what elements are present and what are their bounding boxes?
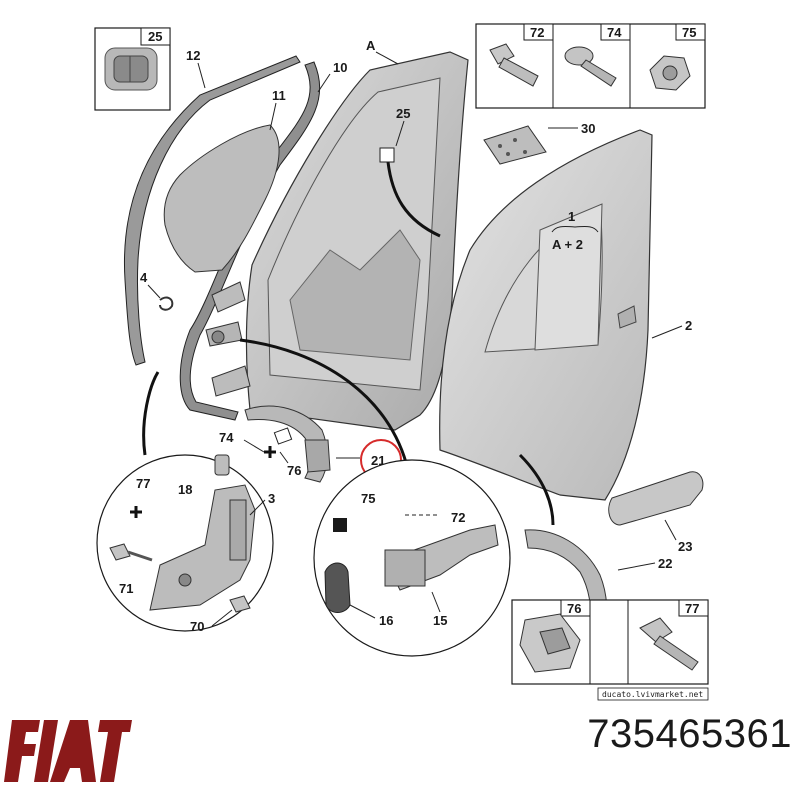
clip-4 (159, 296, 174, 311)
trim-23 (608, 471, 704, 526)
label-72: 72 (451, 510, 465, 525)
label-25: 25 (396, 106, 410, 121)
label-15: 15 (433, 613, 447, 628)
label-77-box: 77 (685, 601, 699, 616)
label-a-plus-2: A + 2 (552, 237, 583, 252)
label-75-box: 75 (682, 25, 696, 40)
label-30: 30 (581, 121, 595, 136)
label-74-box: 74 (607, 25, 622, 40)
arch-trim-21 (244, 405, 328, 483)
label-76: 76 (287, 463, 301, 478)
label-2: 2 (685, 318, 692, 333)
label-74: 74 (219, 430, 234, 445)
detail-boxes-72-74-75: 72 74 75 (475, 23, 706, 109)
cable-25 (386, 161, 441, 238)
label-71: 71 (119, 581, 133, 596)
part-number: 735465361 (587, 712, 792, 756)
label-1: 1 (568, 209, 575, 224)
check-strap-detail-circle: 75 72 16 15 (313, 459, 511, 657)
label-76-box: 76 (567, 601, 581, 616)
inner-panel-11 (163, 124, 280, 273)
watermark-text: ducato.lvivmarket.net (602, 690, 703, 699)
label-16: 16 (379, 613, 393, 628)
seal-12 (123, 55, 301, 366)
label-3: 3 (268, 491, 275, 506)
label-a: A (366, 38, 376, 53)
label-4: 4 (140, 270, 148, 285)
label-70: 70 (190, 619, 204, 634)
label-18: 18 (178, 482, 192, 497)
pad-30 (483, 125, 547, 165)
label-25-box: 25 (148, 29, 162, 44)
hinge-parts-on-shell (205, 281, 251, 397)
label-75: 75 (361, 491, 375, 506)
detail-boxes-76-77: 76 77 ducato.lvivmarket.net (511, 599, 709, 701)
fiat-logo (4, 720, 132, 782)
label-23: 23 (678, 539, 692, 554)
label-72-box: 72 (530, 25, 544, 40)
label-10: 10 (333, 60, 347, 75)
detail-box-25: 25 (94, 27, 171, 111)
label-12: 12 (186, 48, 200, 63)
hinge-detail-circle: 77 18 3 71 70 (96, 454, 275, 634)
label-22: 22 (658, 556, 672, 571)
label-77: 77 (136, 476, 150, 491)
label-11: 11 (272, 88, 286, 103)
